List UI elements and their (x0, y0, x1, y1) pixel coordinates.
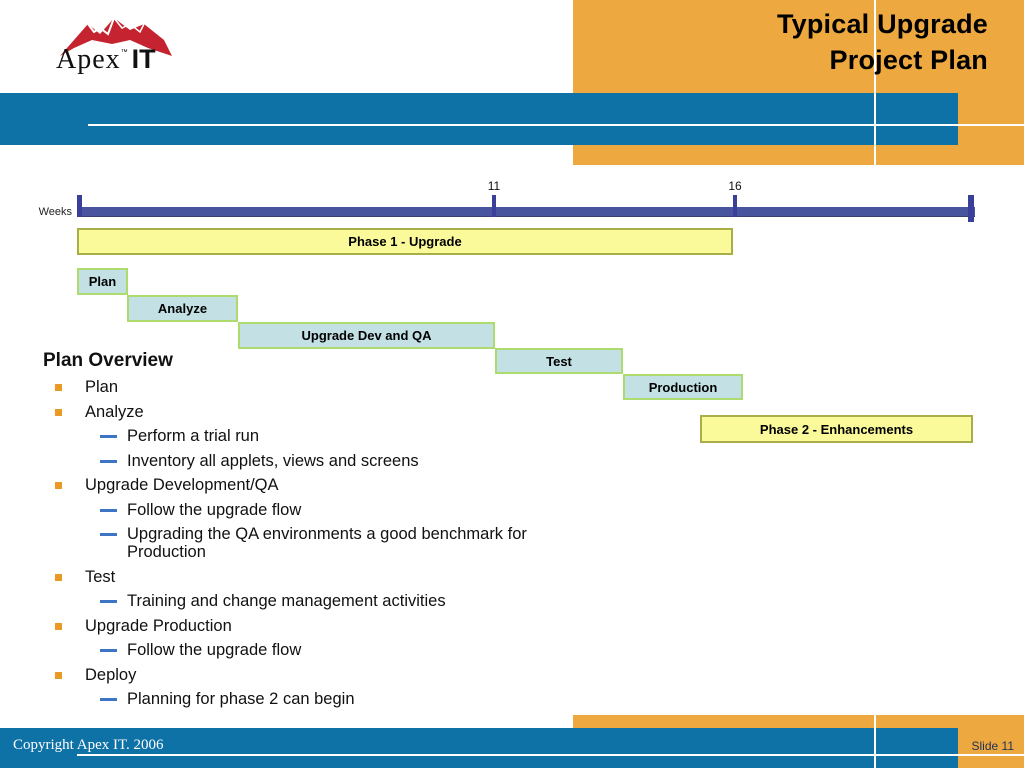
sub-bullet-item: Follow the upgrade flow (43, 501, 603, 519)
mountain-icon (60, 17, 172, 56)
bullet-text: Planning for phase 2 can begin (127, 690, 355, 708)
gantt-bar-upgrade-dev-and-qa: Upgrade Dev and QA (238, 322, 495, 349)
gantt-bar-phase-1-upgrade: Phase 1 - Upgrade (77, 228, 733, 255)
square-bullet-icon (55, 384, 62, 391)
bullet-text: Analyze (85, 402, 144, 421)
timeline-tick (968, 195, 974, 222)
square-bullet-icon (55, 408, 62, 416)
timeline-tick (76, 195, 82, 217)
footer-horizontal-rule (77, 754, 1024, 756)
dash-bullet-icon (100, 600, 117, 603)
bullet-item: Deploy (43, 666, 603, 684)
sub-bullet-item: Planning for phase 2 can begin (43, 690, 603, 708)
sub-bullet-item: Follow the upgrade flow (43, 641, 603, 659)
gantt-bar-production: Production (623, 374, 743, 400)
bullet-text: Follow the upgrade flow (127, 500, 302, 519)
dash-bullet-icon (100, 649, 117, 652)
bullet-text: Upgrading the QA environments a good ben… (127, 525, 527, 561)
gantt-bar-plan: Plan (77, 268, 128, 295)
logo-trademark: ™ (120, 49, 128, 56)
bullet-text: Plan (85, 378, 119, 396)
dash-bullet-icon (100, 698, 117, 701)
sub-bullet-item: Upgrading the QA environments a good ben… (43, 525, 603, 561)
bullet-text: Perform a trial run (127, 427, 260, 445)
timeline-axis (77, 207, 975, 217)
slide-title: Typical Upgrade Project Plan (777, 6, 988, 78)
header-vertical-rule (874, 0, 876, 165)
bullet-item: Analyze (43, 403, 603, 421)
timeline-tick (733, 195, 737, 217)
square-bullet-icon (55, 482, 62, 489)
bullet-item: Upgrade Production (43, 617, 603, 635)
footer-blue-band (0, 728, 958, 768)
square-bullet-icon (55, 573, 62, 581)
dash-bullet-icon (100, 459, 117, 463)
bullet-text: Upgrade Development/QA (85, 476, 279, 494)
logo-it-text: IT (131, 44, 156, 74)
bullet-text: Test (85, 567, 116, 586)
dash-bullet-icon (100, 435, 117, 438)
sub-bullet-item: Perform a trial run (43, 427, 603, 445)
square-bullet-icon (55, 671, 62, 679)
bullet-text: Inventory all applets, views and screens (127, 451, 419, 470)
gantt-bar-test: Test (495, 348, 623, 374)
bullet-item: Upgrade Development/QA (43, 476, 603, 494)
square-bullet-icon (55, 622, 62, 630)
bullet-item: Plan (43, 378, 603, 396)
slide-title-line1: Typical Upgrade (776, 9, 988, 39)
bullet-item: Test (43, 568, 603, 586)
bullet-text: Deploy (85, 665, 137, 684)
header-blue-band (0, 93, 958, 145)
bullet-text: Follow the upgrade flow (127, 641, 302, 659)
header-horizontal-rule (88, 124, 1024, 126)
bullet-text: Training and change management activitie… (127, 592, 446, 610)
timeline-tick-label: 11 (487, 179, 501, 193)
sub-bullet-item: Training and change management activitie… (43, 592, 603, 610)
plan-overview-heading: Plan Overview (43, 350, 173, 371)
logo-apex-text: Apex (56, 44, 121, 75)
gantt-bar-phase-2-enhancements: Phase 2 - Enhancements (700, 415, 973, 443)
sub-bullet-item: Inventory all applets, views and screens (43, 452, 603, 470)
timeline-tick (492, 195, 496, 217)
copyright-text: Copyright Apex IT. 2006 (13, 737, 164, 753)
weeks-axis-label: Weeks (38, 206, 72, 218)
dash-bullet-icon (100, 533, 117, 536)
slide-number: Slide 11 (971, 739, 1014, 753)
slide-title-line2: Project Plan (829, 45, 988, 75)
bullet-text: Upgrade Production (85, 616, 232, 635)
gantt-bar-analyze: Analyze (127, 295, 238, 322)
dash-bullet-icon (100, 508, 117, 512)
timeline-tick-label: 16 (728, 179, 742, 193)
footer-vertical-rule (874, 715, 876, 768)
